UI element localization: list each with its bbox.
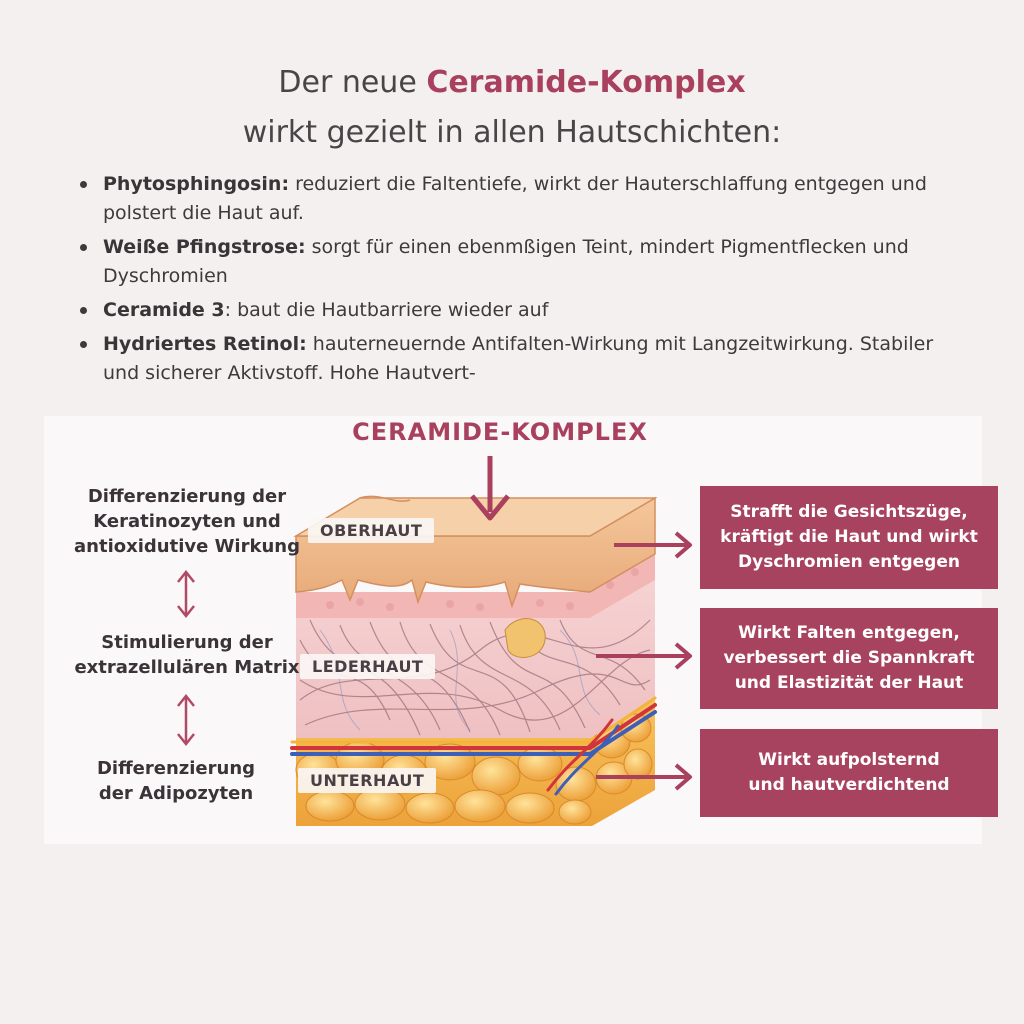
ingredient-text: reduziert die Faltentiefe, wirkt der Hau… <box>103 173 927 224</box>
epidermis-layer <box>293 495 658 618</box>
left-description-line: der Adipozyten <box>98 783 254 804</box>
diagram-title: CERAMIDE-KOMPLEX <box>352 418 648 446</box>
headline-accent: Ceramide-Komplex <box>426 65 746 100</box>
layer-label-lederhaut: LEDERHAUT <box>300 654 436 679</box>
headline-line-1: Der neue Ceramide-Komplex <box>0 58 1024 108</box>
ingredient-text: : baut die Hautbarriere wieder auf <box>224 299 549 321</box>
left-description-adipocytes: Differenzierung der Adipozyten <box>56 756 296 806</box>
effect-line: Dyschromien entgegen <box>738 552 960 572</box>
ingredient-term: Weiße Pfingstrose: <box>103 236 306 258</box>
effect-line: Wirkt aufpolsternd <box>758 750 940 770</box>
list-item: Ceramide 3: baut die Hautbarriere wieder… <box>80 296 960 325</box>
headline-line-2: wirkt gezielt in allen Hautschichten: <box>242 115 782 150</box>
arrow-right-icon <box>614 531 692 559</box>
arrow-right-icon <box>596 642 692 670</box>
left-description-keratinocytes: Differenzierung der Keratinozyten und an… <box>56 484 318 559</box>
left-description-matrix: Stimulierung der extrazellulären Matrix <box>56 630 318 680</box>
list-item: Hydriertes Retinol: hauterneuernde Antif… <box>80 330 960 388</box>
effect-line: und Elastizität der Haut <box>734 673 964 693</box>
left-description-line: Keratinozyten und <box>93 511 281 532</box>
blood-vessels <box>290 696 657 796</box>
double-arrow-icon <box>177 569 195 619</box>
layer-label-unterhaut: UNTERHAUT <box>298 768 437 793</box>
left-description-line: antioxidutive Wirkung <box>74 536 300 557</box>
effect-box-dermis: Wirkt Falten entgegen, verbessert die Sp… <box>700 608 998 709</box>
bullet-dot-icon <box>80 244 87 251</box>
effect-line: verbessert die Spannkraft <box>723 648 975 668</box>
ingredient-term: Hydriertes Retinol: <box>103 333 307 355</box>
layer-label-oberhaut: OBERHAUT <box>308 518 435 543</box>
list-item: Phytosphingosin: reduziert die Faltentie… <box>80 170 960 228</box>
arrow-right-icon <box>596 763 692 791</box>
headline: Der neue Ceramide-Komplex wirkt gezielt … <box>0 58 1024 158</box>
effect-line: und hautverdichtend <box>748 775 950 795</box>
bullet-dot-icon <box>80 181 87 188</box>
left-description-line: Stimulierung der <box>101 632 273 653</box>
left-description-line: extrazellulären Matrix <box>74 657 300 678</box>
arrow-down-icon <box>470 456 510 521</box>
effect-line: Strafft die Gesichtszüge, <box>730 502 968 522</box>
bullet-dot-icon <box>80 307 87 314</box>
effect-line: kräftigt die Haut und wirkt <box>720 527 978 547</box>
list-item: Weiße Pfingstrose: sorgt für einen ebenm… <box>80 233 960 291</box>
ingredient-text: sorgt für einen ebenmßigen Teint, minder… <box>103 236 909 287</box>
effect-line: Wirkt Falten entgegen, <box>738 623 960 643</box>
ingredient-list: Phytosphingosin: reduziert die Faltentie… <box>80 170 960 393</box>
bullet-dot-icon <box>80 341 87 348</box>
ingredient-term: Ceramide 3 <box>103 299 225 321</box>
double-arrow-icon <box>177 693 195 747</box>
ingredient-term: Phytosphingosin: <box>103 173 290 195</box>
left-description-line: Differenzierung <box>96 758 256 779</box>
effect-box-epidermis: Strafft die Gesichtszüge, kräftigt die H… <box>700 486 998 589</box>
headline-prefix: Der neue <box>278 65 427 100</box>
ingredient-text: hauterneuernde Antifalten-Wirkung mit La… <box>103 333 934 384</box>
left-description-line: Differenzierung der <box>87 486 287 507</box>
effect-box-subcutis: Wirkt aufpolsternd und hautverdichtend <box>700 729 998 817</box>
